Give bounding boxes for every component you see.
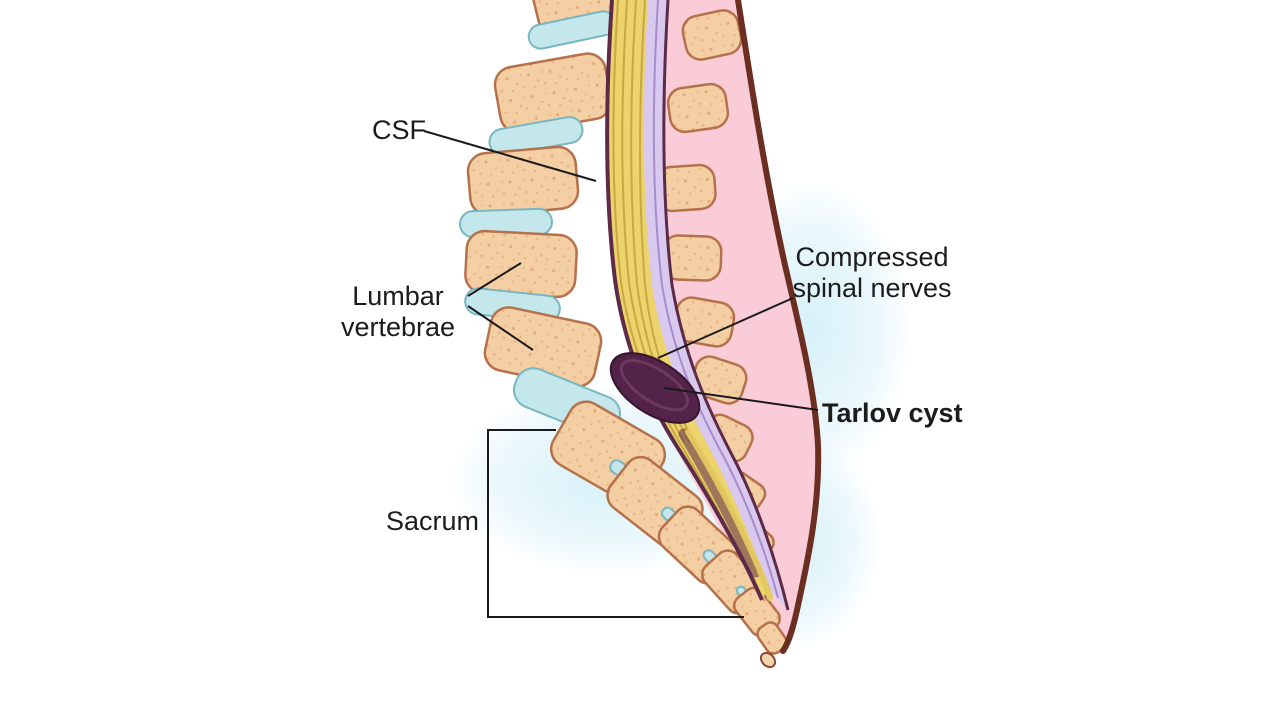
sacrum-bracket [487, 429, 744, 618]
csf-space [643, 0, 788, 610]
tarlov-cyst-label: Tarlov cyst [822, 398, 963, 428]
skin-outline [735, 0, 822, 669]
csf-leader-line [423, 130, 597, 182]
sacral-canal-shadow [678, 428, 762, 578]
lumbar-leader-line-2 [467, 305, 534, 351]
compressed-spinal-nerves-label-line1: Compressed [795, 242, 949, 272]
sacral-nerve-continuation [685, 429, 773, 601]
leader-lines [423, 130, 819, 618]
lumbar-leader-line-1 [467, 262, 522, 297]
lumbar-vertebrae-label: Lumbar vertebrae [318, 281, 478, 343]
tarlov-cyst [609, 352, 701, 424]
csf-label: CSF [372, 115, 426, 145]
sacrum-label: Sacrum [386, 506, 480, 536]
compressed-spinal-nerves-label-line2: spinal nerves [792, 273, 952, 303]
sacrum-column [549, 400, 788, 655]
compressed-nerves-leader-line [657, 297, 794, 359]
compressed-spinal-nerves-label: Compressed spinal nerves [781, 242, 963, 304]
tarlov-cyst-leader-line [663, 387, 819, 411]
coccyx-tip [759, 651, 777, 669]
lumbar-vertebrae-label-line2: vertebrae [340, 312, 456, 342]
lumbar-vertebrae-label-line1: Lumbar [352, 281, 444, 311]
